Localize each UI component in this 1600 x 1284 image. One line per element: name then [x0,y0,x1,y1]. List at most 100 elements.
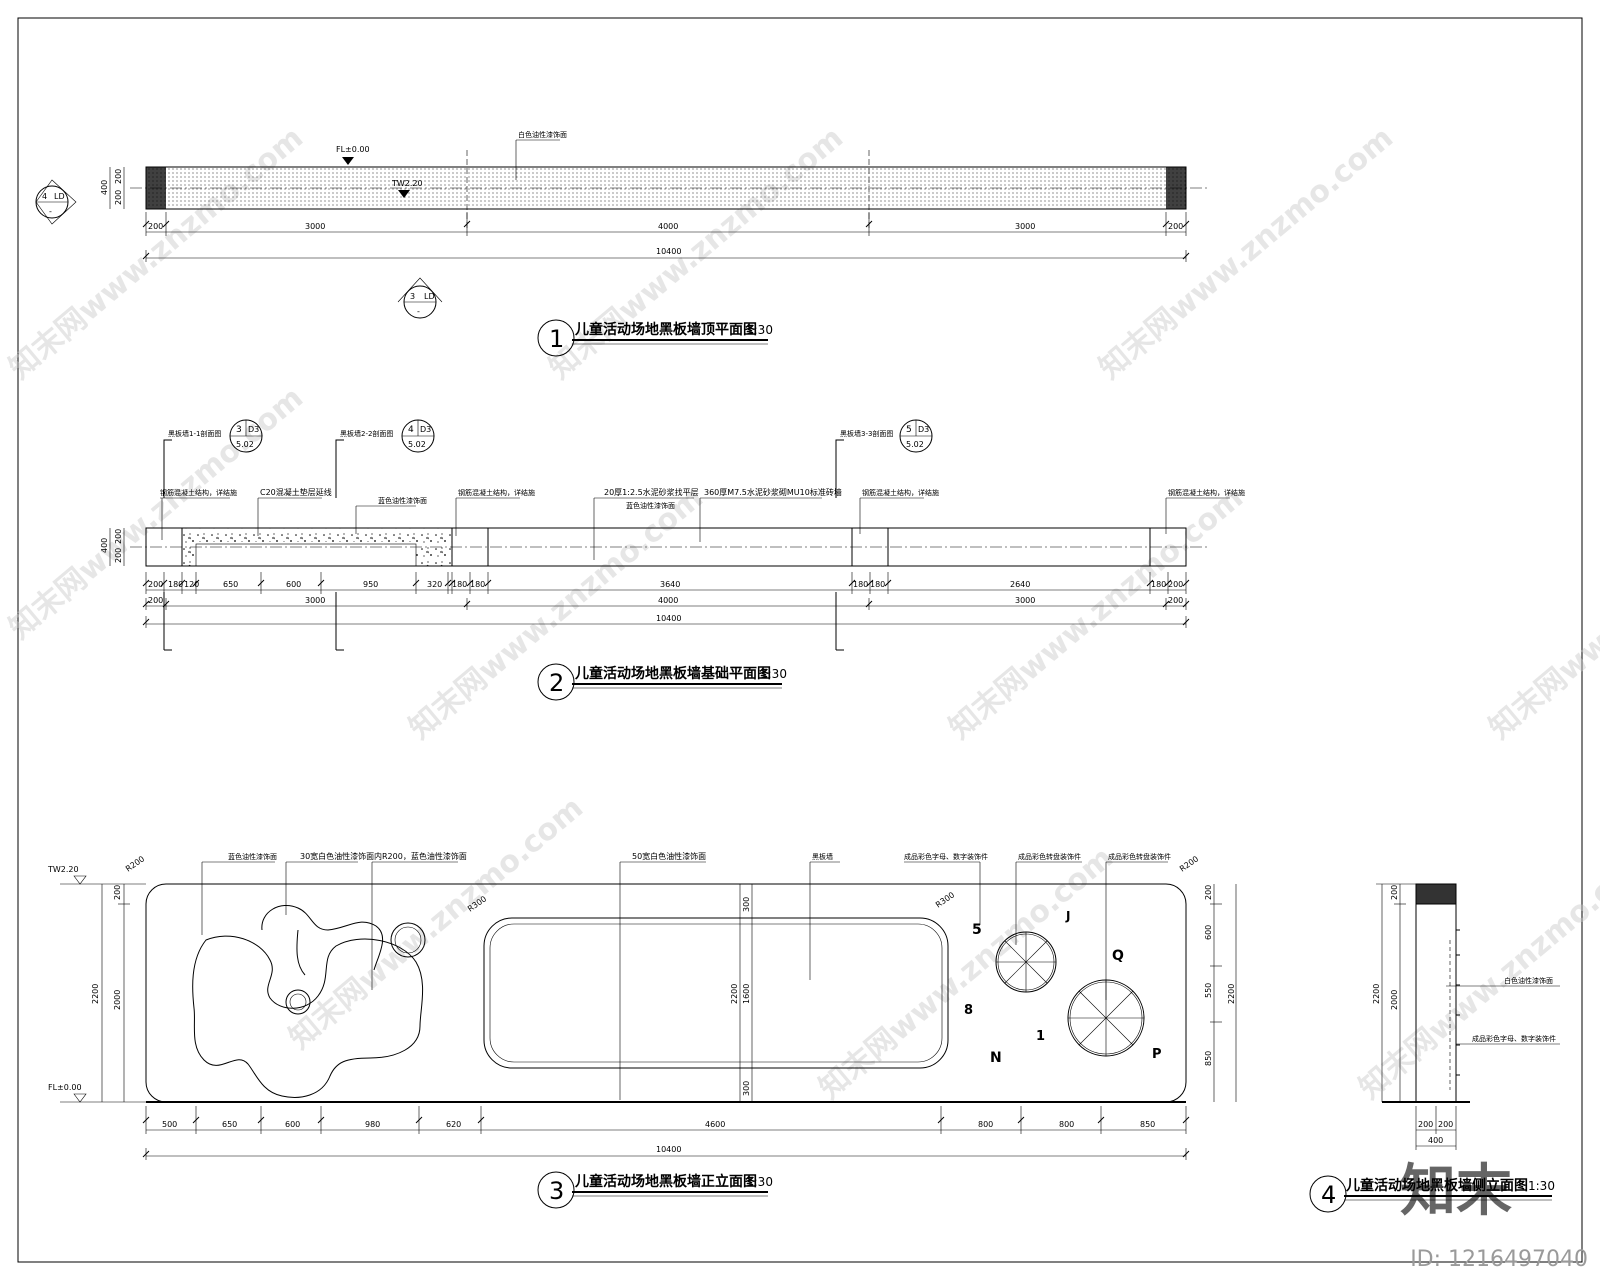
svg-text:蓝色油性漆饰面: 蓝色油性漆饰面 [228,852,277,861]
svg-text:30宽白色油性漆饰面: 30宽白色油性漆饰面 [300,851,374,861]
plan-2-title: 儿童活动场地黑板墙基础平面图 [574,665,771,682]
svg-text:5.02: 5.02 [906,440,924,449]
svg-text:400: 400 [1428,1136,1443,1145]
level-mark [398,190,410,198]
svg-text:120: 120 [184,580,199,589]
svg-text:180: 180 [168,580,183,589]
svg-text:C20混凝土垫层延线: C20混凝土垫层延线 [260,487,332,497]
dim-slash [317,579,325,587]
dim-side: 200 [114,529,123,544]
dim-slash [142,618,150,626]
svg-text:50宽白色油性漆饰面: 50宽白色油性漆饰面 [632,851,706,861]
svg-text:1: 1 [1036,1029,1045,1044]
dim-slash [1164,579,1172,587]
elevation-4-title-block: 4 儿童活动场地黑板墙侧立面图 1:30 [1309,1175,1555,1213]
svg-text:200: 200 [148,596,163,605]
svg-text:650: 650 [222,1120,237,1129]
slab-top [182,528,452,542]
dim-slash [463,600,471,608]
slab-right [416,542,452,566]
dim: 3000 [1015,222,1035,231]
dim-slash [317,1116,325,1124]
dim-center: 300 [742,1081,751,1096]
svg-text:Q: Q [1112,948,1124,964]
dim: 4000 [658,222,678,231]
svg-text:200: 200 [1168,596,1183,605]
svg-text:3640: 3640 [660,580,680,589]
svg-text:5: 5 [972,922,982,938]
dim-total: 10400 [656,614,681,623]
dim-right: 550 [1204,983,1213,998]
svg-text:4: 4 [42,192,47,201]
radius-label: R200 [124,854,146,873]
svg-text:3000: 3000 [305,596,325,605]
plan-1-title-block: 1 儿童活动场地黑板墙顶平面图 1:30 [537,319,773,357]
svg-text:200: 200 [1438,1120,1453,1129]
dim-slash [865,600,873,608]
watermark-text: 知末网www.znzmo.com [1353,840,1600,1106]
dim-left: 200 [113,885,122,900]
plan-2-title-block: 2 儿童活动场地黑板墙基础平面图 1:30 [537,663,787,701]
svg-text:D3: D3 [918,425,929,434]
dim: 200 [1168,222,1183,231]
dim-slash [1162,220,1170,228]
svg-text:180: 180 [870,580,885,589]
elevation-4-scale: 1:30 [1528,1179,1555,1193]
svg-text:钢筋混凝土结构，详结施: 钢筋混凝土结构，详结施 [862,488,939,497]
foundation-notes: 钢筋混凝土结构，详结施 C20混凝土垫层延线 蓝色油性漆饰面 钢筋混凝土结构，详… [160,487,1245,560]
plan-2-foundation: 200 200 400 黑板墙1-1剖面图 黑板墙2-2剖面图 黑板墙3-3剖面… [100,419,1245,701]
section-cut [835,439,844,498]
level-mark [342,157,354,165]
svg-text:内R200，蓝色油性漆饰面: 内R200，蓝色油性漆饰面 [374,851,467,861]
svg-text:800: 800 [1059,1120,1074,1129]
watermark-layer: 知末网www.znzmo.com 知末网www.znzmo.com 知末网www… [3,120,1600,1106]
section-marker-4: 4 LD - [35,179,77,225]
dim-slash [142,579,150,587]
blob-border [261,905,384,971]
dim-slash [142,252,150,260]
dim-side: 200 [1390,885,1399,900]
svg-text:-: - [49,207,52,216]
svg-text:钢筋混凝土结构，详结施: 钢筋混凝土结构，详结施 [458,488,535,497]
svg-text:3: 3 [549,1177,564,1205]
chalkboard-surface [489,923,943,1063]
svg-text:200: 200 [1418,1120,1433,1129]
dim-slash [160,579,168,587]
watermark-text: 知末网www.znzmo.com [3,120,310,386]
section-marker-3: 3 LD - [397,277,443,319]
svg-text:650: 650 [223,580,238,589]
level-fl: FL±0.00 [336,145,370,154]
dim-slash [865,220,873,228]
dim-side: 200 [114,190,123,205]
dim-slash [162,600,170,608]
dim-total: 10400 [656,247,681,256]
dim-slash [866,579,874,587]
svg-text:320: 320 [427,580,442,589]
dim-side: 2000 [1390,990,1399,1010]
ring-small [285,989,311,1015]
dim-slash [192,1116,200,1124]
watermark-text: 知末网www.znzmo.com [283,790,590,1056]
dim-slash [477,1116,485,1124]
sheet-border [17,17,1583,1263]
svg-text:钢筋混凝土结构，详结施: 钢筋混凝土结构，详结施 [160,488,237,497]
svg-text:600: 600 [286,580,301,589]
watermark-text: 知末网www.znzmo.com [1093,120,1400,386]
blob-shape [192,935,424,1098]
dim-center: 1600 [742,984,751,1004]
dim-slash [1182,252,1190,260]
svg-text:850: 850 [1140,1120,1155,1129]
svg-text:-: - [417,307,420,316]
dim-total: 10400 [656,1145,681,1154]
svg-text:500: 500 [162,1120,177,1129]
elevation-3-scale: 1:30 [746,1175,773,1189]
elevation-4-side: 白色油性漆饰面 成品彩色字母、数字装饰件 200 2200 2000 200 2… [1309,883,1560,1213]
slab-left [182,542,196,566]
svg-text:TW2.20: TW2.20 [47,865,79,874]
dim-left: 2000 [113,990,122,1010]
dim-bottom-row: 500 650 600 980 620 4600 800 800 850 [162,1120,1155,1129]
dim-slash [484,579,492,587]
svg-text:P: P [1152,1047,1162,1062]
